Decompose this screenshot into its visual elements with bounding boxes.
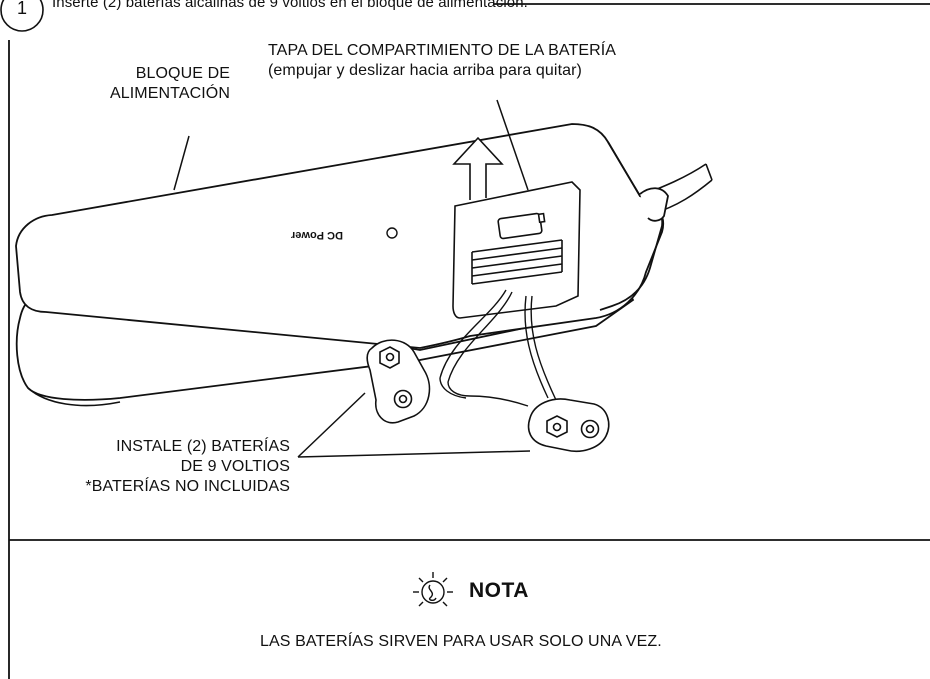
battery-wires <box>439 289 557 407</box>
install-batteries-line-3: *BATERÍAS NO INCLUIDAS <box>85 478 290 495</box>
leader-lines <box>173 99 531 458</box>
dc-power-label: DC Power <box>290 229 343 241</box>
step-number-badge <box>0 0 44 32</box>
slide-up-arrow <box>452 136 504 200</box>
block-foot-edge <box>27 387 121 407</box>
install-batteries-label: INSTALE (2) BATERÍAS DE 9 VOLTIOS *BATER… <box>40 437 290 497</box>
note-body: LAS BATERÍAS SIRVEN PARA USAR SOLO UNA V… <box>260 633 662 650</box>
battery-cover-label-line-2: (empujar y deslizar hacia arriba para qu… <box>268 62 582 79</box>
battery-snap-clip-2 <box>527 398 610 452</box>
battery-cover-label-line-1: TAPA DEL COMPARTIMIENTO DE LA BATERÍA <box>268 42 617 59</box>
power-block-label-line-2: ALIMENTACIÓN <box>109 85 230 102</box>
install-batteries-line-1: INSTALE (2) BATERÍAS <box>116 438 290 455</box>
battery-cover <box>452 181 581 319</box>
battery-snap-clip-1 <box>366 339 431 424</box>
dc-power-led <box>386 227 398 239</box>
note-title: NOTA <box>469 579 529 602</box>
step-instruction: Inserte (2) baterías alcalinas de 9 volt… <box>52 0 528 11</box>
power-block-label: BLOQUE DE ALIMENTACIÓN <box>104 64 230 104</box>
step-number: 1 <box>16 0 28 18</box>
install-batteries-line-2: DE 9 VOLTIOS <box>180 458 290 475</box>
power-block-label-line-1: BLOQUE DE <box>135 65 230 82</box>
battery-cover-label: TAPA DEL COMPARTIMIENTO DE LA BATERÍA (e… <box>268 41 616 81</box>
lightbulb-icon <box>413 572 453 607</box>
